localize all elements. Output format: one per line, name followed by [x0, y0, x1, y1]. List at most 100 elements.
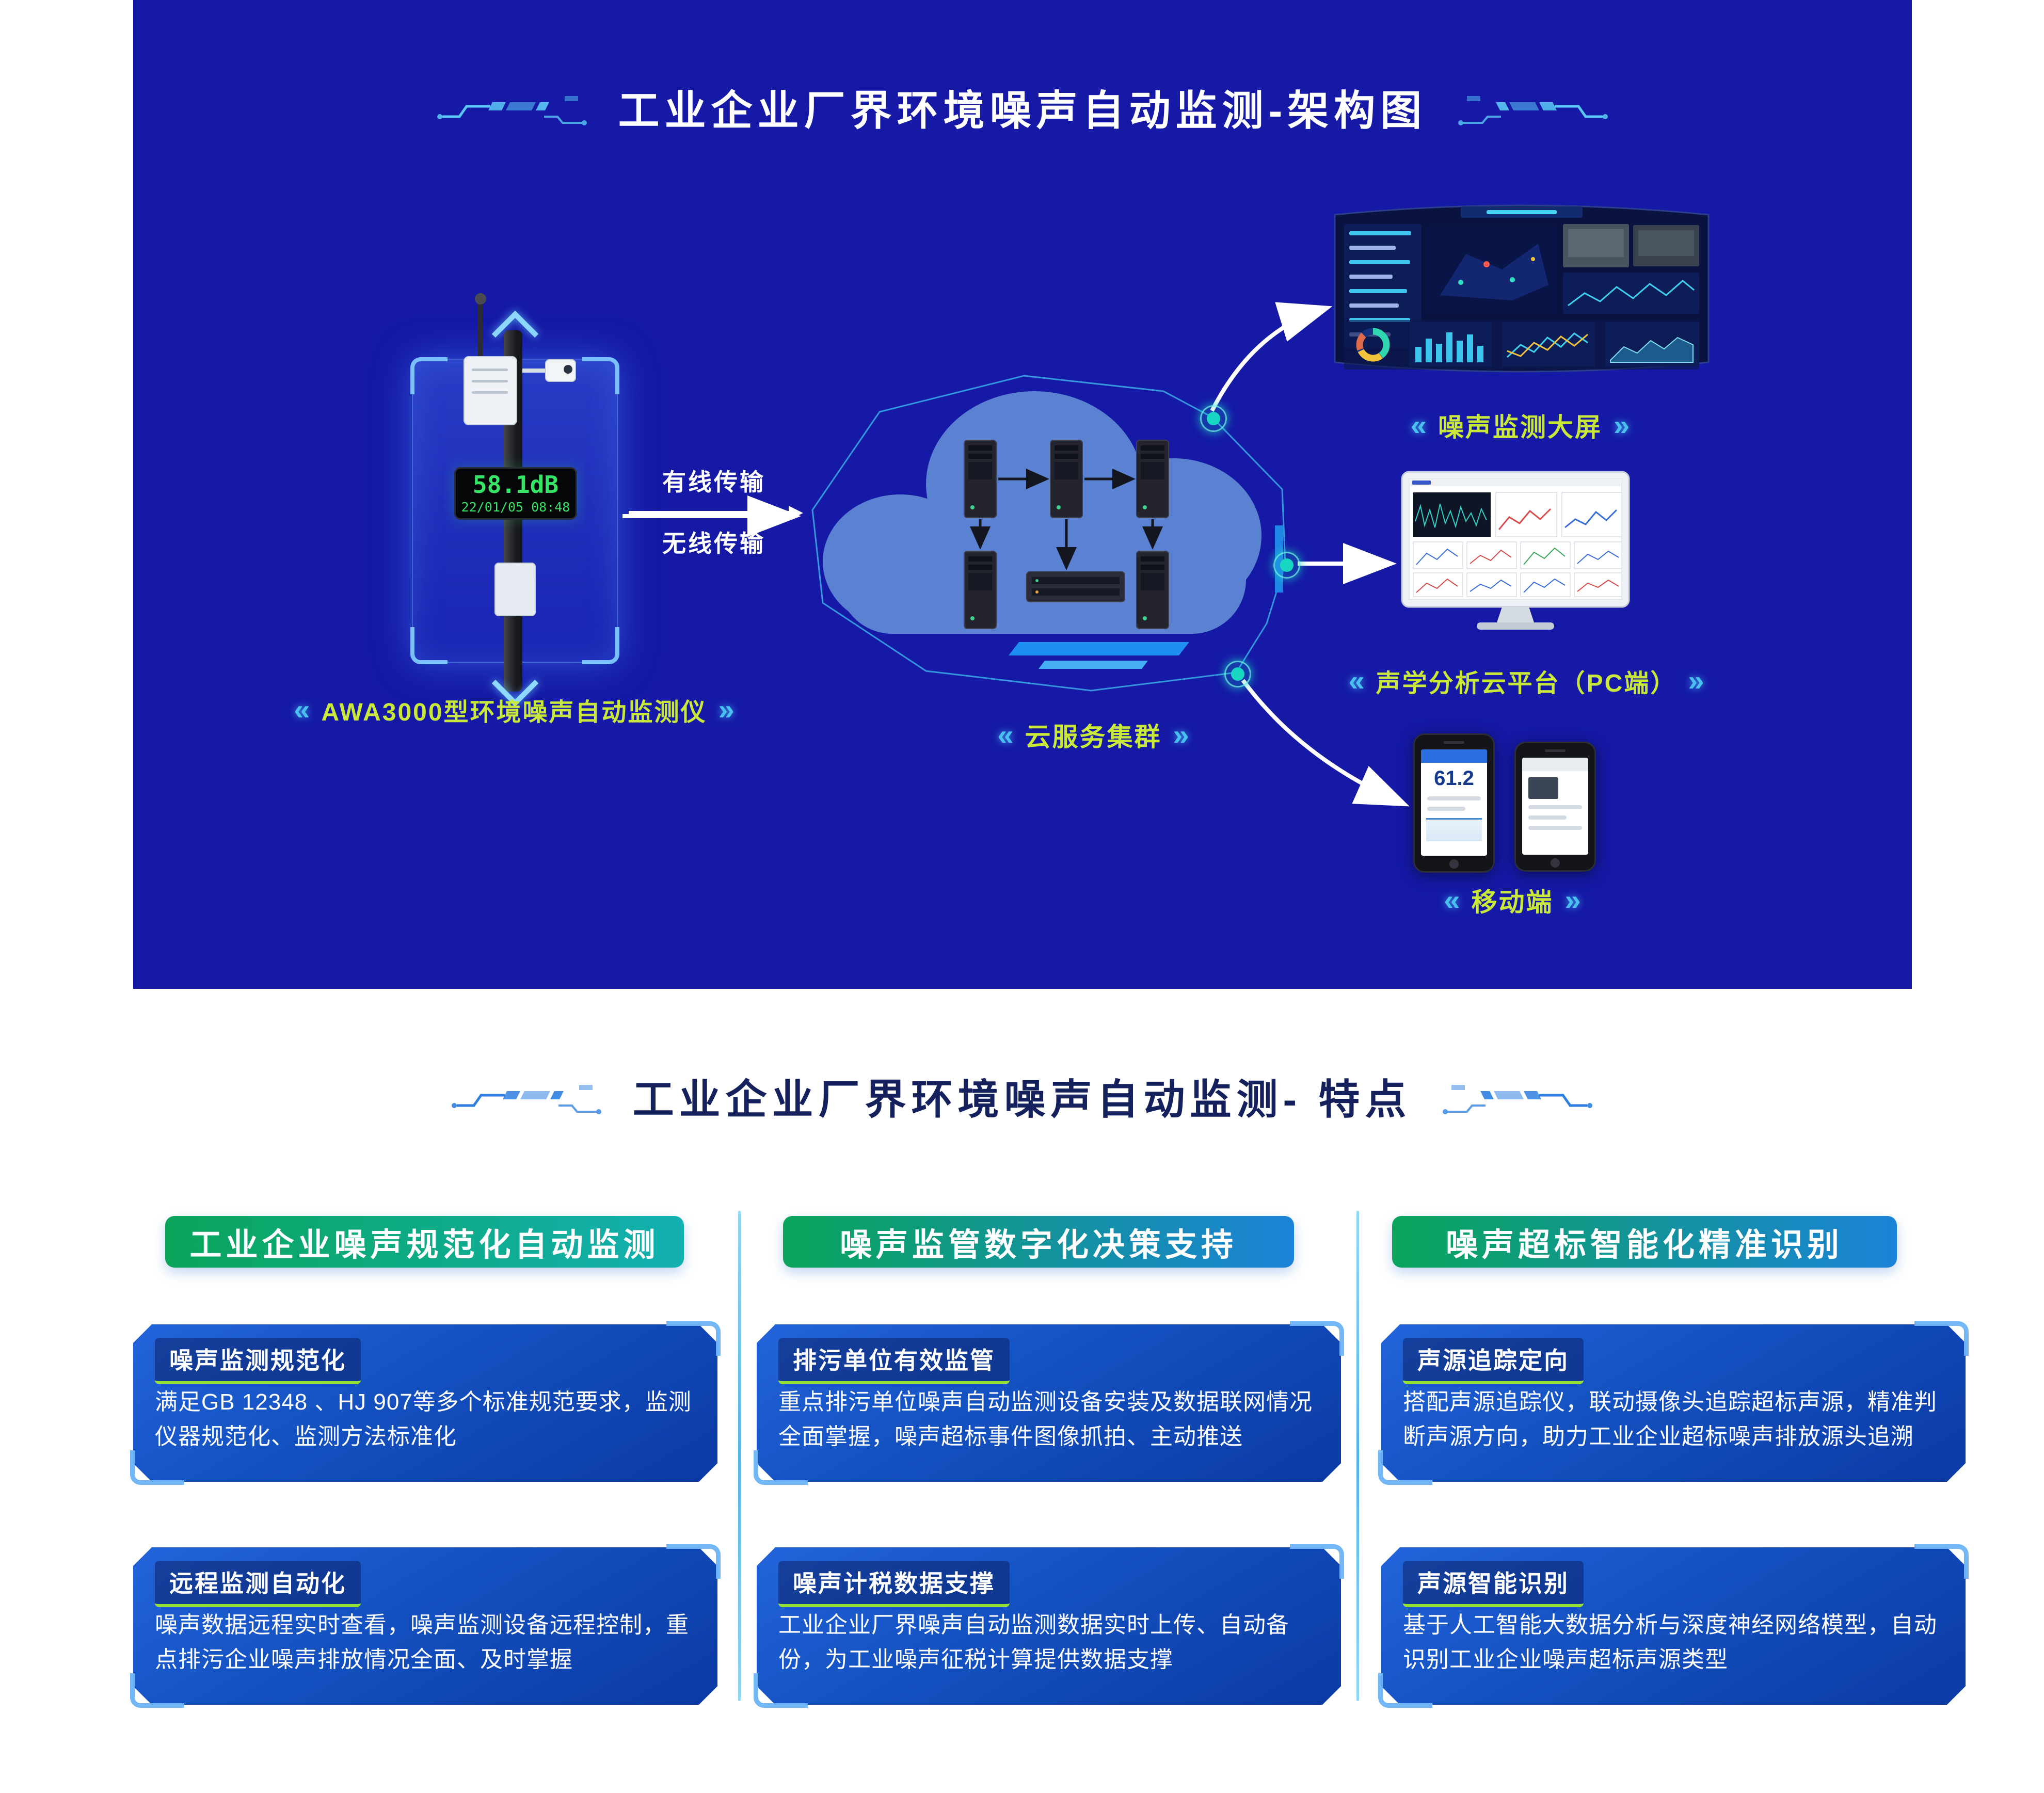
circuit-decoration-left-icon	[451, 1085, 601, 1114]
architecture-title-row: 工业企业厂界环境噪声自动监测-架构图	[133, 77, 1912, 137]
noise-reading: 58.1dB	[472, 471, 559, 499]
corner-accent-icon	[130, 1450, 184, 1485]
frame-corner-icon	[410, 627, 448, 664]
card-tag: 噪声计税数据支撑	[778, 1561, 1010, 1607]
feature-card: 噪声监测规范化 满足GB 12348 、HJ 907等多个标准规范要求，监测仪器…	[130, 1321, 721, 1485]
chevron-left-icon: «	[997, 718, 1014, 751]
mini-chart	[1426, 818, 1482, 841]
card-tag: 声源追踪定向	[1403, 1338, 1584, 1384]
cloud-cluster-graphic	[811, 375, 1286, 692]
app-header-bar	[1421, 749, 1487, 763]
mobile-label: 移动端	[1471, 888, 1554, 917]
feature-card: 声源智能识别 基于人工智能大数据分析与深度神经网络模型，自动识别工业企业噪声超标…	[1378, 1544, 1969, 1708]
feature-column-header-3: 噪声超标智能化精准识别	[1392, 1216, 1897, 1268]
server-tower	[964, 551, 997, 629]
features-title: 工业企业厂界环境噪声自动监测- 特点	[632, 1077, 1412, 1123]
wireless-transmission-label: 无线传输	[662, 530, 765, 557]
text-placeholder	[1427, 807, 1466, 811]
frame-corner-icon	[582, 627, 619, 664]
circuit-decoration-right-icon	[1458, 96, 1608, 125]
frame-corner-icon	[582, 357, 619, 394]
column-divider	[1356, 1211, 1359, 1701]
device-label-row: « AWA3000型环境噪声自动监测仪 »	[272, 692, 757, 728]
card-body: 噪声数据远程实时查看，噪声监测设备远程控制，重点排污企业噪声排放情况全面、及时掌…	[155, 1612, 689, 1672]
transmission-block: 有线传输 无线传输	[621, 463, 807, 559]
mobile-label-row: « 移动端 »	[1409, 882, 1616, 919]
card-tag: 远程监测自动化	[155, 1561, 361, 1607]
camera-icon	[545, 359, 576, 382]
circuit-decoration-left-icon	[437, 96, 587, 125]
wired-transmission-label: 有线传输	[662, 469, 765, 495]
circuit-decoration-right-icon	[1443, 1085, 1593, 1114]
chevron-right-icon: »	[1688, 664, 1704, 697]
image-thumbnail	[1528, 777, 1558, 799]
pc-label: 声学分析云平台（PC端）	[1376, 670, 1677, 697]
camera-arm	[522, 369, 547, 373]
server-tower	[1136, 440, 1169, 518]
feature-card: 排污单位有效监管 重点排污单位噪声自动监测设备安装及数据联网情况全面掌握，噪声超…	[754, 1321, 1344, 1485]
monitoring-big-screen	[1334, 204, 1710, 373]
device-label: AWA3000型环境噪声自动监测仪	[321, 699, 707, 726]
feature-column-header-2: 噪声监管数字化决策支持	[783, 1216, 1294, 1268]
noise-reading-mobile: 61.2	[1434, 767, 1474, 790]
server-tower	[964, 440, 997, 518]
corner-accent-icon	[1914, 1544, 1969, 1579]
corner-accent-icon	[1290, 1321, 1344, 1356]
architecture-section: 工业企业厂界环境噪声自动监测-架构图	[133, 0, 1912, 989]
phone-screen	[1522, 758, 1588, 855]
bigscreen-label: 噪声监测大屏	[1438, 413, 1602, 442]
server-tower	[1050, 440, 1083, 518]
corner-accent-icon	[1378, 1450, 1432, 1485]
feature-card: 噪声计税数据支撑 工业企业厂界噪声自动监测数据实时上传、自动备份，为工业噪声征税…	[754, 1544, 1344, 1708]
junction-box	[494, 563, 536, 616]
corner-accent-icon	[666, 1321, 721, 1356]
card-body: 重点排污单位噪声自动监测设备安装及数据联网情况全面掌握，噪声超标事件图像抓拍、主…	[778, 1389, 1313, 1449]
corner-accent-icon	[1290, 1544, 1344, 1579]
vent-line	[472, 369, 508, 371]
transmission-arrow-icon	[629, 506, 803, 520]
architecture-title: 工业企业厂界环境噪声自动监测-架构图	[618, 88, 1427, 134]
display-datetime: 22/01/05 08:48	[461, 499, 570, 515]
chevron-left-icon: «	[1410, 409, 1427, 441]
smartphone: 61.2	[1413, 733, 1495, 873]
card-body: 基于人工智能大数据分析与深度神经网络模型，自动识别工业企业噪声超标声源类型	[1403, 1612, 1937, 1672]
mobile-devices: 61.2	[1413, 730, 1615, 877]
microphone-icon	[478, 302, 483, 361]
chevron-right-icon: »	[1173, 718, 1189, 751]
phone-speaker-icon	[1444, 741, 1464, 744]
vent-line	[472, 380, 508, 382]
chevron-right-icon: »	[1564, 884, 1581, 916]
corner-accent-icon	[754, 1450, 808, 1485]
home-button-icon	[1449, 859, 1459, 869]
corner-accent-icon	[130, 1673, 184, 1708]
text-placeholder	[1528, 805, 1582, 809]
smartphone	[1514, 742, 1596, 872]
feature-card: 声源追踪定向 搭配声源追踪仪，联动摄像头追踪超标声源，精准判断声源方向，助力工业…	[1378, 1321, 1969, 1485]
chevron-left-icon: «	[294, 693, 310, 726]
microphone-tip-icon	[475, 293, 486, 305]
app-header-bar	[1522, 758, 1588, 771]
vent-line	[472, 391, 508, 394]
led-display: 58.1dB 22/01/05 08:48	[454, 467, 577, 520]
corner-accent-icon	[1378, 1673, 1432, 1708]
frame-corner-icon	[410, 357, 448, 394]
features-title-row: 工业企业厂界环境噪声自动监测- 特点	[0, 1066, 2044, 1126]
chevron-right-icon: »	[718, 693, 734, 726]
phone-speaker-icon	[1545, 749, 1566, 752]
card-tag: 排污单位有效监管	[778, 1338, 1010, 1384]
card-body: 满足GB 12348 、HJ 907等多个标准规范要求，监测仪器规范化、监测方法…	[155, 1389, 692, 1449]
connection-node-icon	[1273, 552, 1300, 579]
corner-accent-icon	[1914, 1321, 1969, 1356]
server-tower	[1136, 551, 1169, 629]
camera-lens-icon	[564, 365, 572, 374]
chevron-left-icon: «	[1444, 884, 1460, 916]
cloud-label-row: « 云服务集群 »	[985, 716, 1202, 754]
rack-server	[1026, 571, 1125, 602]
corner-accent-icon	[754, 1673, 808, 1708]
phone-screen: 61.2	[1421, 749, 1487, 856]
equipment-cabinet	[464, 356, 517, 425]
chevron-left-icon: «	[1348, 664, 1365, 697]
features-section: 工业企业厂界环境噪声自动监测- 特点 工业企业噪声规范化自动监测 噪声监管数字化…	[0, 989, 2044, 1793]
text-placeholder	[1528, 826, 1582, 830]
card-body: 工业企业厂界噪声自动监测数据实时上传、自动备份，为工业噪声征税计算提供数据支撑	[778, 1612, 1289, 1672]
